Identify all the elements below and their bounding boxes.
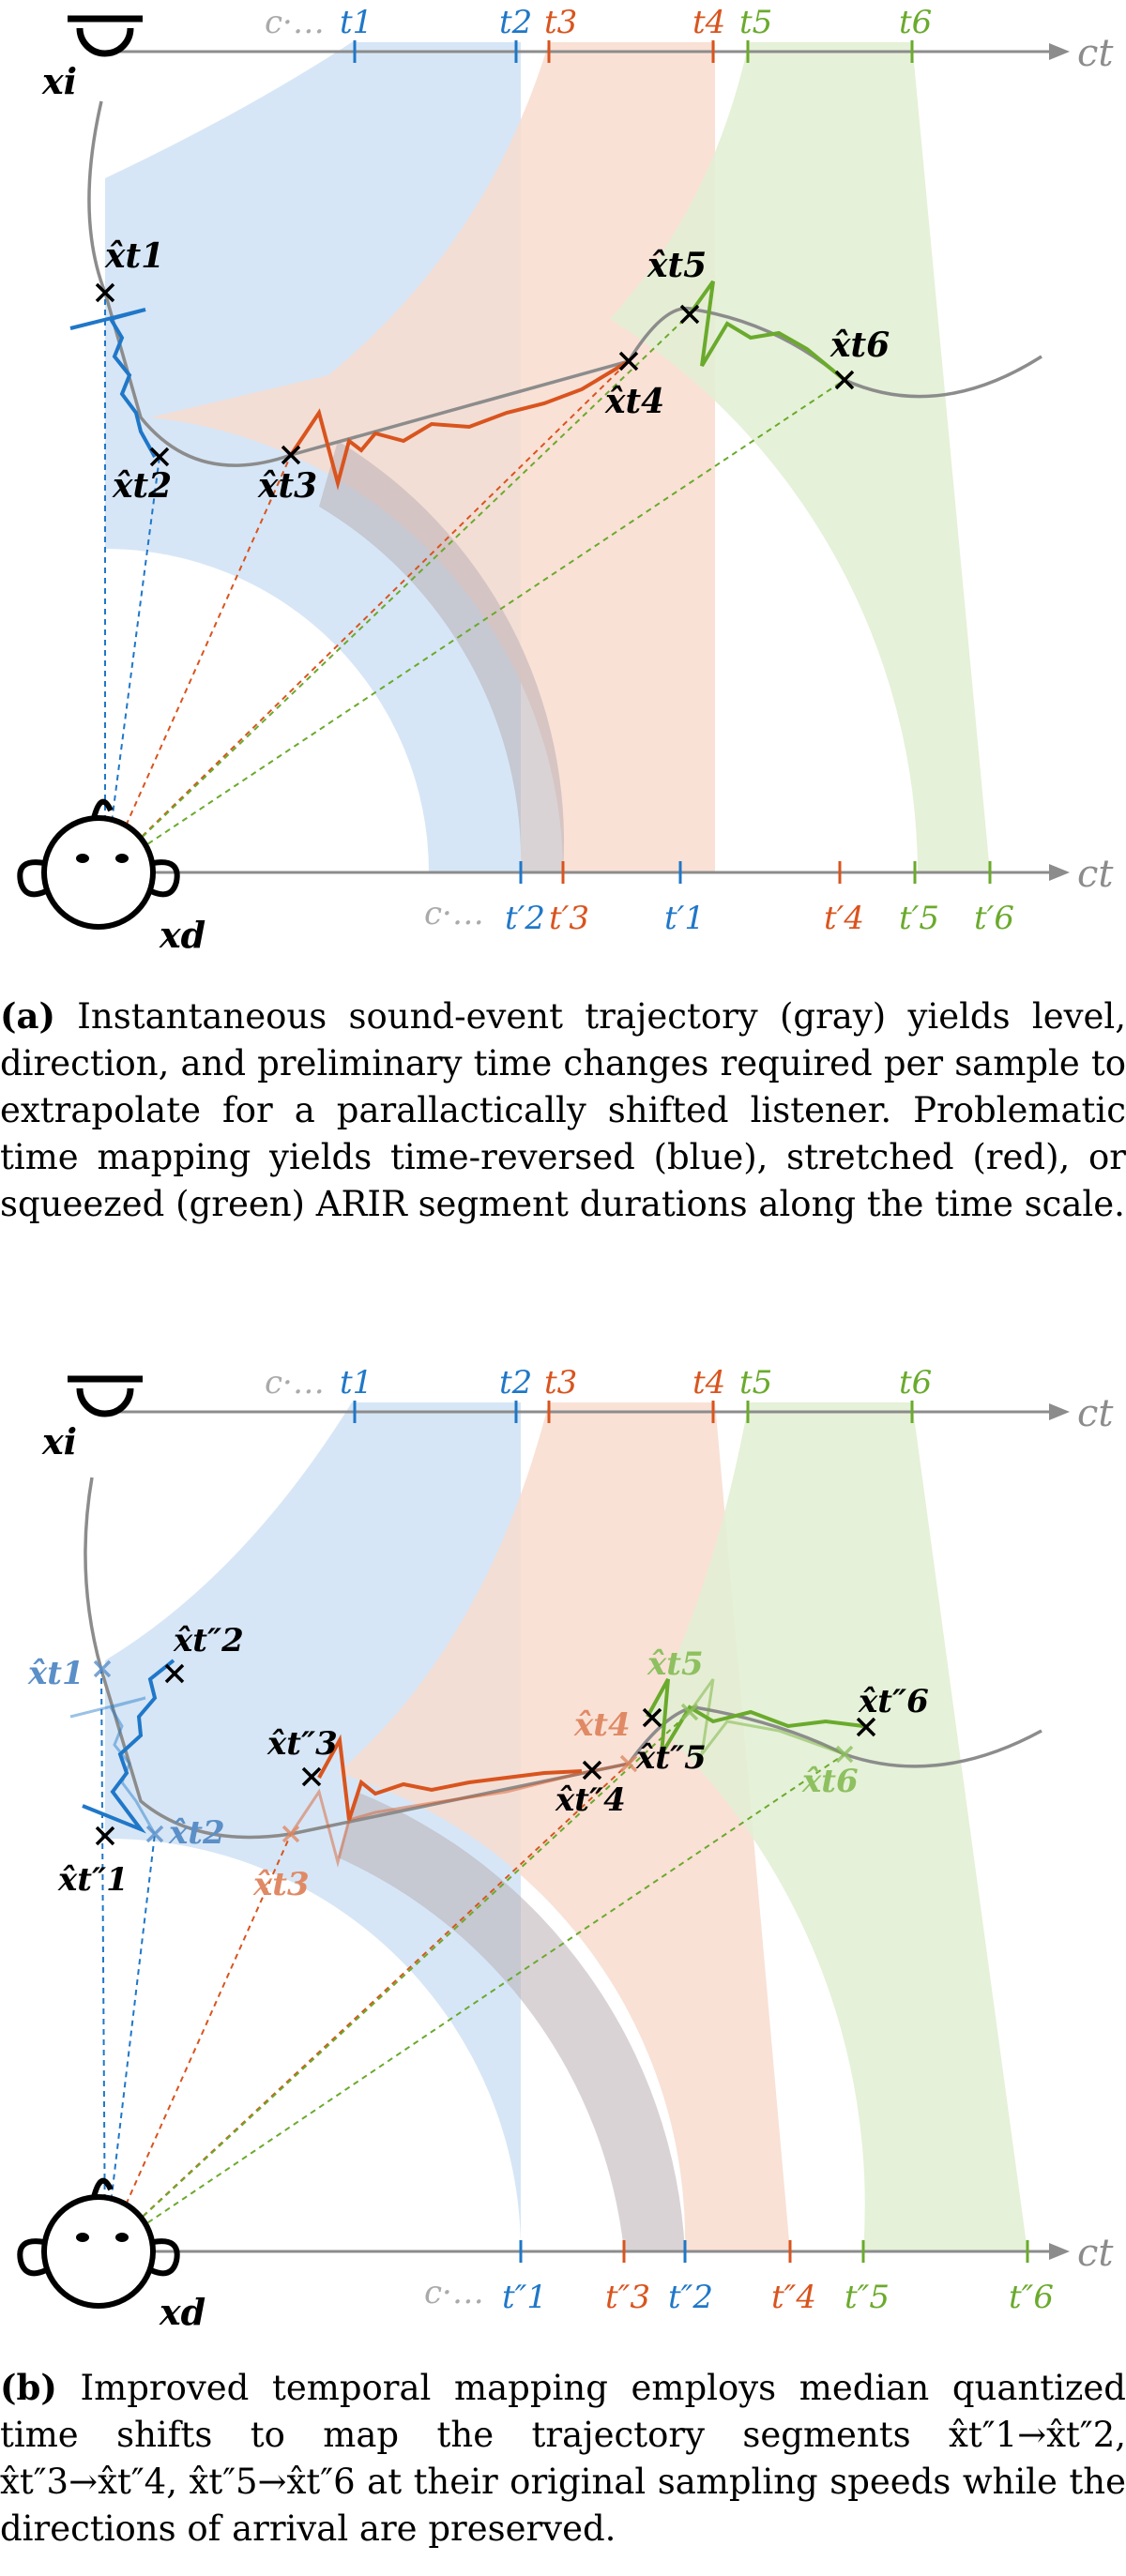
trajectory-gray bbox=[87, 100, 1042, 467]
top-time-axis-b: ct c·… t1 t2 t3 t4 t5 t6 bbox=[105, 1364, 1114, 1435]
listener-head-icon bbox=[17, 798, 180, 930]
source-icon: xi bbox=[41, 15, 143, 102]
top-time-axis: ct c·… t1 t2 t3 t4 t5 t6 bbox=[105, 4, 1114, 75]
point-label-t5: x̂t5 bbox=[647, 246, 707, 285]
point-label-t1: x̂t1 bbox=[104, 236, 164, 276]
source-label: xi bbox=[41, 60, 77, 102]
green-band bbox=[610, 42, 990, 872]
btick-t6p: t′6 bbox=[974, 900, 1014, 937]
blue-band-b bbox=[105, 1402, 521, 2251]
blue-segment-shifted bbox=[82, 1659, 175, 1834]
top-axis-label-b: ct bbox=[1077, 1392, 1114, 1435]
listener-label-b: xd bbox=[159, 2291, 205, 2326]
caption-b-text: Improved temporal mapping employs median… bbox=[0, 2368, 1126, 2549]
orig-label-t3: x̂t3 bbox=[252, 1866, 310, 1903]
overlap-band-b bbox=[338, 1792, 685, 2251]
tick-t5-b: t5 bbox=[739, 1364, 772, 1402]
new-label-t3: x̂t″3 bbox=[266, 1725, 338, 1763]
red-segment-shifted bbox=[317, 1734, 583, 1821]
top-axis-label: ct bbox=[1077, 32, 1114, 75]
source-label-b: xi bbox=[41, 1420, 77, 1462]
btick-t1pp: t″1 bbox=[502, 2279, 547, 2316]
tick-t5: t5 bbox=[739, 4, 772, 41]
caption-b: (b) Improved temporal mapping employs me… bbox=[0, 2364, 1126, 2553]
blue-segment bbox=[69, 308, 157, 458]
tick-t2: t2 bbox=[499, 4, 532, 41]
caption-b-tag: (b) bbox=[0, 2367, 57, 2408]
orig-label-t5: x̂t5 bbox=[647, 1645, 704, 1683]
panel-a-svg: ct c·… t1 t2 t3 t4 t5 t6 xi bbox=[17, 4, 1114, 956]
orig-label-t1: x̂t1 bbox=[27, 1655, 84, 1692]
tick-t4-b: t4 bbox=[692, 1364, 725, 1402]
arrival-rays bbox=[104, 293, 845, 873]
btick-c-b: c·… bbox=[424, 2274, 484, 2311]
btick-t3p: t′3 bbox=[549, 900, 589, 937]
new-label-t6: x̂t″6 bbox=[858, 1683, 929, 1720]
btick-c: c·… bbox=[424, 895, 484, 932]
btick-t4pp: t″4 bbox=[771, 2279, 816, 2316]
tick-t4: t4 bbox=[692, 4, 725, 41]
tick-t3-b: t3 bbox=[544, 1364, 577, 1402]
wavefront-bands bbox=[105, 42, 990, 872]
bottom-time-axis-b: ct c·… t″1 t″3 t″2 t″4 t″5 t″6 bbox=[105, 2232, 1114, 2316]
point-label-t6: x̂t6 bbox=[829, 326, 890, 365]
bottom-axis-label-b: ct bbox=[1077, 2232, 1114, 2275]
caption-a-text: Instantaneous sound-event trajectory (gr… bbox=[0, 996, 1126, 1224]
source-icon-b: xi bbox=[41, 1375, 143, 1462]
new-label-t2: x̂t″2 bbox=[173, 1622, 244, 1659]
bottom-time-axis: ct c·… t′2 t′3 t′1 t′4 t′5 t′6 bbox=[105, 853, 1114, 937]
listener-label: xd bbox=[159, 914, 205, 956]
tick-c: c·… bbox=[265, 4, 325, 41]
trajectory-gray-b bbox=[84, 1477, 1042, 1840]
btick-t6pp: t″6 bbox=[1009, 2279, 1054, 2316]
point-label-t2: x̂t2 bbox=[112, 466, 172, 506]
orig-label-t6: x̂t6 bbox=[801, 1763, 859, 1800]
btick-t5p: t′5 bbox=[899, 900, 939, 937]
panel-b-diagram: ct c·… t1 t2 t3 t4 t5 t6 xi bbox=[0, 1360, 1126, 2326]
overlap-band bbox=[319, 441, 565, 872]
green-band-b bbox=[647, 1402, 1027, 2251]
caption-a-tag: (a) bbox=[0, 995, 55, 1037]
original-markers bbox=[93, 1659, 854, 1843]
btick-t3pp: t″3 bbox=[605, 2279, 650, 2316]
point-label-t4: x̂t4 bbox=[604, 382, 664, 421]
new-label-t1: x̂t″1 bbox=[57, 1861, 129, 1899]
red-segment bbox=[289, 359, 631, 491]
shifted-markers bbox=[95, 1663, 876, 1846]
tick-t2-b: t2 bbox=[499, 1364, 532, 1402]
tick-t6-b: t6 bbox=[899, 1364, 932, 1402]
btick-t1p: t′1 bbox=[664, 900, 705, 937]
orig-label-t2: x̂t2 bbox=[168, 1814, 225, 1852]
red-band-b bbox=[338, 1402, 790, 2251]
btick-t2p: t′2 bbox=[505, 900, 545, 937]
original-segments-faded bbox=[69, 1678, 845, 1868]
btick-t5pp: t″5 bbox=[844, 2279, 890, 2316]
btick-t4p: t′4 bbox=[824, 900, 864, 937]
caption-a: (a) Instantaneous sound-event trajectory… bbox=[0, 993, 1126, 1228]
tick-t6: t6 bbox=[899, 4, 932, 41]
btick-t2pp: t″2 bbox=[668, 2279, 713, 2316]
orig-label-t4: x̂t4 bbox=[573, 1706, 631, 1744]
tick-t3: t3 bbox=[544, 4, 577, 41]
arrival-rays-b bbox=[100, 1669, 845, 2252]
green-segment-shifted bbox=[646, 1678, 864, 1756]
bottom-axis-label: ct bbox=[1077, 853, 1114, 896]
tick-t1: t1 bbox=[340, 4, 373, 41]
panel-b-svg: ct c·… t1 t2 t3 t4 t5 t6 xi bbox=[17, 1364, 1114, 2326]
wavefront-bands-b bbox=[105, 1402, 1027, 2251]
tick-t1-b: t1 bbox=[340, 1364, 373, 1402]
trajectory-markers bbox=[95, 282, 855, 467]
panel-a-diagram: ct c·… t1 t2 t3 t4 t5 t6 xi bbox=[0, 0, 1126, 966]
tick-c-b: c·… bbox=[265, 1364, 325, 1402]
listener-head-icon-b bbox=[17, 2177, 180, 2309]
new-label-t5: x̂t″5 bbox=[635, 1739, 707, 1777]
new-label-t4: x̂t″4 bbox=[555, 1781, 626, 1819]
point-label-t3: x̂t3 bbox=[257, 466, 317, 506]
red-band bbox=[150, 42, 715, 872]
green-segment bbox=[688, 280, 846, 382]
